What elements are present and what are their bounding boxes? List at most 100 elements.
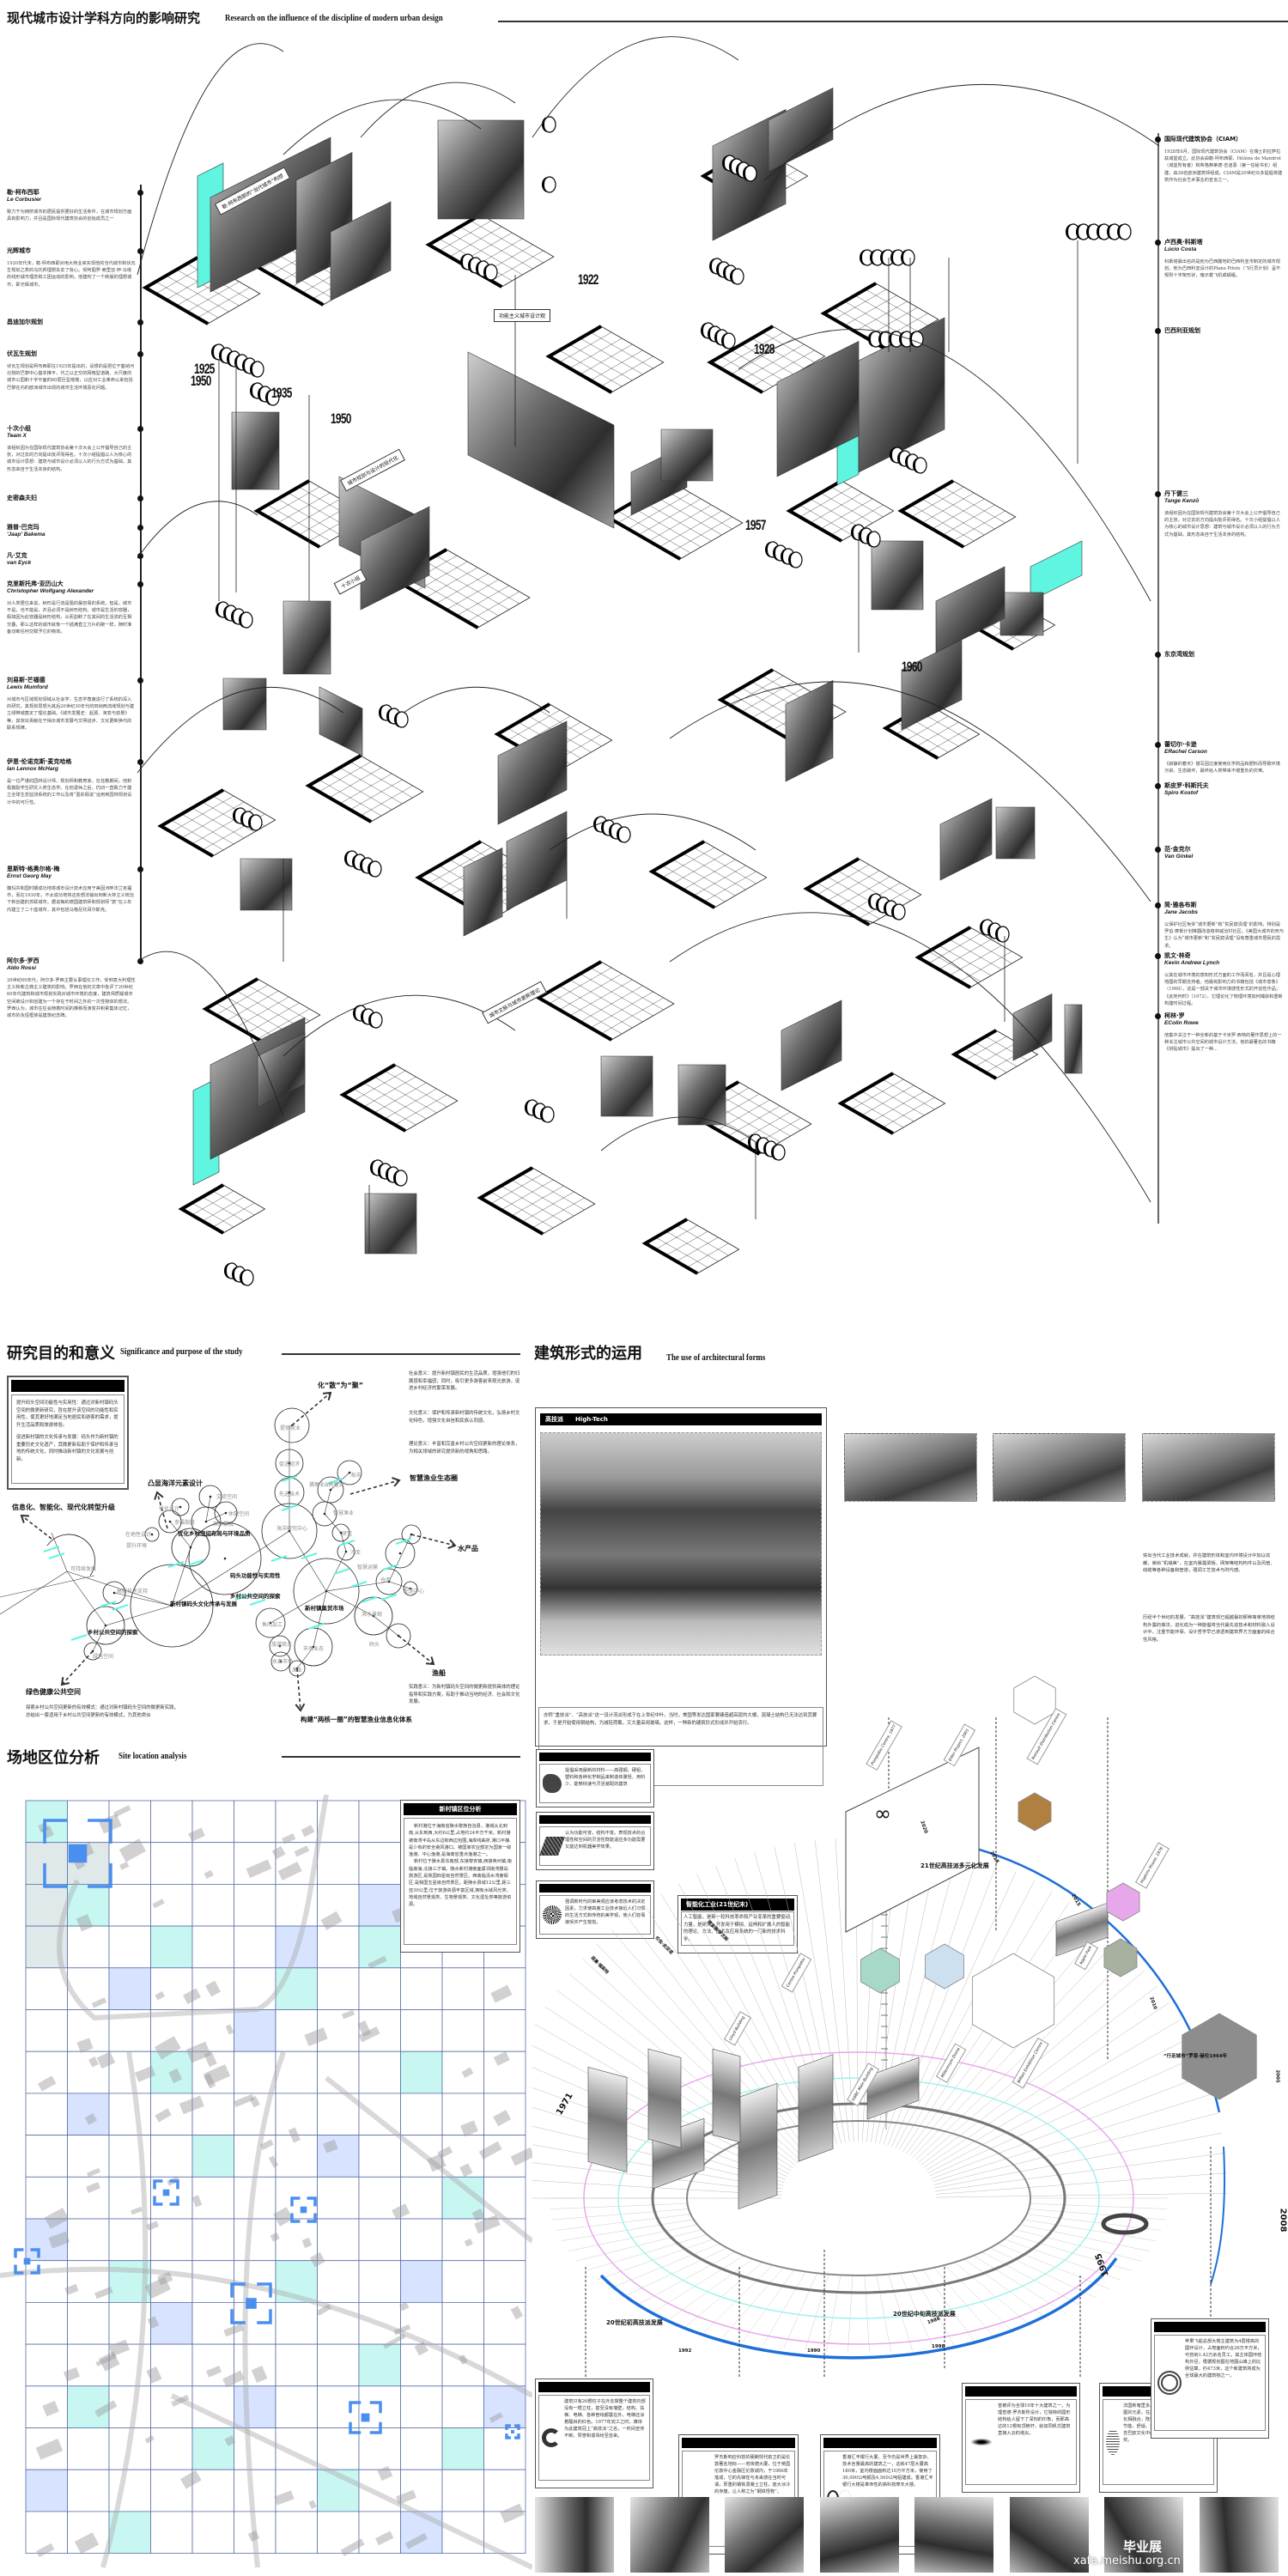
cyan-tick bbox=[234, 1593, 252, 1601]
building-photo bbox=[819, 2497, 899, 2573]
coil-shade bbox=[378, 1163, 384, 1179]
grid-line bbox=[580, 337, 643, 375]
grid-line bbox=[349, 761, 413, 799]
connector-arc bbox=[763, 84, 1160, 181]
site-marker bbox=[246, 2298, 257, 2309]
map-grid-cell bbox=[108, 1842, 151, 1885]
map-grid-cell bbox=[483, 2009, 526, 2052]
node-label: 水果市场 bbox=[272, 1659, 294, 1665]
radial-line bbox=[568, 2224, 698, 2251]
radial-line bbox=[611, 1929, 807, 2157]
bubble-link bbox=[324, 1513, 342, 1534]
entry-name: 昌迪加尔规划 bbox=[7, 319, 43, 325]
coil-shade bbox=[913, 458, 919, 473]
building-text: 罗杰斯响应科技的硬朗现代前卫的是伦敦著名地标——劳埃德大厦，位于英国伦敦中心金融… bbox=[714, 2455, 791, 2494]
map-grid-cell bbox=[234, 2469, 276, 2512]
grid-platform bbox=[305, 754, 424, 823]
bracket-corner bbox=[505, 2433, 511, 2439]
bubble-node bbox=[150, 1533, 154, 1536]
bracket-corner bbox=[514, 2424, 520, 2430]
timeline-dot bbox=[1155, 1013, 1161, 1019]
grid-line bbox=[617, 510, 691, 554]
timeline-dot bbox=[137, 426, 143, 432]
map-building bbox=[273, 2207, 294, 2227]
entry-name-en: Le Corbusier bbox=[7, 197, 42, 203]
focus-bracket bbox=[349, 2401, 382, 2434]
map-grid-cell bbox=[275, 2343, 318, 2387]
map-grid-cell bbox=[317, 1925, 360, 1969]
radial-line bbox=[981, 2251, 1082, 2306]
grid-line bbox=[384, 1070, 447, 1108]
coil-shade bbox=[729, 159, 735, 174]
grid-line bbox=[446, 579, 499, 611]
grid-line bbox=[703, 871, 756, 902]
map-building bbox=[427, 2154, 447, 2172]
grid-line bbox=[820, 492, 873, 524]
map-grid-cell bbox=[358, 2176, 401, 2220]
bracket-corner bbox=[169, 2179, 179, 2190]
grid-line bbox=[810, 498, 863, 530]
radial-line bbox=[622, 2247, 727, 2298]
grid-platform bbox=[786, 479, 895, 543]
map-grid-cell bbox=[275, 2093, 318, 2136]
building-model bbox=[798, 2054, 834, 2162]
year-label: 1950 bbox=[331, 410, 351, 427]
map-building bbox=[404, 2532, 428, 2549]
map-grid-cell bbox=[150, 2343, 193, 2387]
watermark-url: xafa.meishu.org.cn bbox=[1073, 2555, 1181, 2567]
cyan-tick bbox=[338, 1539, 355, 1547]
coil-shade bbox=[368, 861, 374, 877]
grid-line bbox=[559, 349, 623, 387]
radial-line bbox=[911, 2271, 955, 2346]
entry-name: 巴西利亚规划 bbox=[1164, 327, 1200, 334]
coil-icon bbox=[379, 704, 409, 728]
grid-line bbox=[830, 504, 884, 536]
map-building bbox=[85, 2182, 100, 2193]
radial-line bbox=[935, 2153, 1225, 2191]
grid-line bbox=[928, 951, 981, 982]
building-text: 曾被评为全球10年十大建筑之一，为理查德·罗杰斯所设计，它独特的圆形结构给人留下… bbox=[998, 2403, 1071, 2436]
arc-period-label: “行走城市”罗恩·赫伦1964年 bbox=[1163, 2054, 1228, 2059]
grid-line bbox=[459, 226, 533, 270]
coil-shade bbox=[716, 262, 722, 277]
map-grid-cell bbox=[25, 2218, 68, 2262]
map-road bbox=[100, 2051, 149, 2568]
map-building bbox=[301, 2237, 313, 2249]
feature-box: 提倡采用最新的材料——高强钢、硬铝、塑料和各种化学制品来制造体量轻、用料少、能够… bbox=[536, 1749, 654, 1807]
bubble-link bbox=[325, 1551, 347, 1592]
grid-line bbox=[717, 1093, 791, 1137]
connector-arc bbox=[283, 99, 482, 155]
arrow-label: 水产品 bbox=[458, 1545, 478, 1552]
bubble-link bbox=[325, 1581, 390, 1592]
radial-line bbox=[963, 2258, 1049, 2321]
map-grid-cell bbox=[67, 1925, 110, 1969]
bubble-link bbox=[270, 1590, 327, 1624]
map-grid-cell bbox=[317, 2385, 360, 2428]
bubble-circle bbox=[337, 1460, 362, 1485]
map-building bbox=[91, 1997, 107, 2008]
grid-line bbox=[226, 996, 289, 1034]
map-grid-cell bbox=[234, 2427, 276, 2470]
architect-portrait bbox=[712, 2048, 741, 2143]
entry-name: 凡·艾克 bbox=[7, 552, 27, 559]
cyan-tick bbox=[307, 1622, 325, 1631]
cyan-tick bbox=[380, 1593, 398, 1601]
coil-shade bbox=[250, 361, 256, 377]
map-grid-cell bbox=[358, 1842, 401, 1885]
focus-bracket bbox=[14, 2248, 40, 2275]
entry-description: 1920年代末，勒·柯布西耶对用大商业来实现他的当代城市和伏瓦生规划之类的乌托邦… bbox=[7, 261, 136, 288]
map-grid-cell bbox=[275, 2050, 318, 2094]
grid-line bbox=[830, 486, 884, 518]
arrow-head bbox=[60, 1676, 70, 1686]
platform-surface bbox=[840, 1072, 946, 1134]
map-building bbox=[155, 1990, 166, 2001]
platform-edge bbox=[545, 325, 613, 394]
arc-symbol-icon bbox=[542, 2428, 561, 2447]
grid-line bbox=[511, 1179, 574, 1217]
grid-line bbox=[799, 504, 853, 536]
grid-line bbox=[226, 990, 279, 1022]
entry-name: 凯文·林奇 bbox=[1164, 952, 1191, 959]
node-label: 绿色空间 bbox=[93, 1654, 114, 1660]
node-label: 促进经济 bbox=[279, 1461, 301, 1467]
